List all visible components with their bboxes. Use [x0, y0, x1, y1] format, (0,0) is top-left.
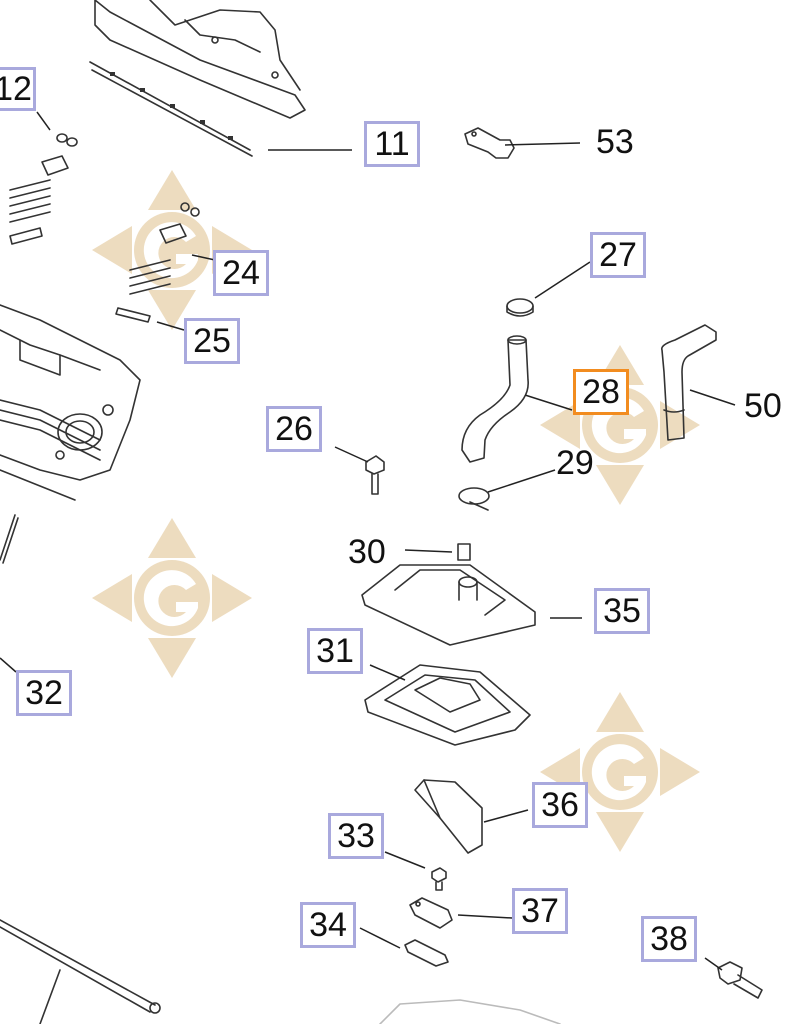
breather-hose-part [461, 335, 529, 463]
bolt-part-26 [365, 455, 385, 495]
screw-part-33 [431, 867, 447, 891]
cylinder-head [0, 304, 141, 501]
leader-lines [0, 111, 736, 971]
bottom-part [379, 999, 561, 1024]
gasket-part-31 [364, 664, 531, 746]
part-label-34[interactable]: 34 [300, 902, 356, 948]
hose-clip-part [464, 127, 515, 159]
part-label-33[interactable]: 33 [328, 813, 384, 859]
part-label-29[interactable]: 29 [556, 444, 594, 482]
part-label-36[interactable]: 36 [532, 782, 588, 828]
rocker-cover-part [94, 0, 306, 119]
valve-cover-part-35 [361, 564, 536, 646]
hose-clamp-part [506, 298, 534, 317]
bolt-part-38 [717, 961, 763, 999]
watermark-logo [92, 518, 252, 678]
part-label-32[interactable]: 32 [16, 670, 72, 716]
part-label-25[interactable]: 25 [184, 318, 240, 364]
valve-spring [9, 179, 171, 295]
valve-spring-retainer [41, 155, 187, 244]
part-label-38[interactable]: 38 [641, 916, 697, 962]
part-label-50[interactable]: 50 [744, 387, 782, 425]
part-label-35[interactable]: 35 [594, 588, 650, 634]
valve-keepers [56, 133, 200, 217]
washer-part-37 [409, 897, 453, 929]
watermark-logo [540, 692, 700, 852]
part-label-31[interactable]: 31 [307, 628, 363, 674]
part-label-11[interactable]: 11 [364, 121, 420, 167]
long-rod [0, 919, 161, 1024]
part-label-37[interactable]: 37 [512, 888, 568, 934]
hose-clamp-part-29 [458, 487, 490, 511]
part-label-30[interactable]: 30 [348, 533, 386, 571]
rocker-shaft [89, 61, 253, 157]
part-label-12[interactable]: 12 [0, 67, 36, 111]
washer-part-34 [404, 939, 449, 967]
part-label-24[interactable]: 24 [213, 250, 269, 296]
part-label-27[interactable]: 27 [590, 232, 646, 278]
valve-stem-seal [9, 227, 151, 323]
hose-part-50 [660, 324, 717, 441]
bracket-part-36 [414, 779, 483, 854]
push-rod [0, 514, 19, 564]
part-label-28-selected[interactable]: 28 [573, 369, 629, 415]
part-label-53[interactable]: 53 [596, 123, 634, 161]
nut-part-30 [457, 543, 471, 561]
part-label-26[interactable]: 26 [266, 406, 322, 452]
